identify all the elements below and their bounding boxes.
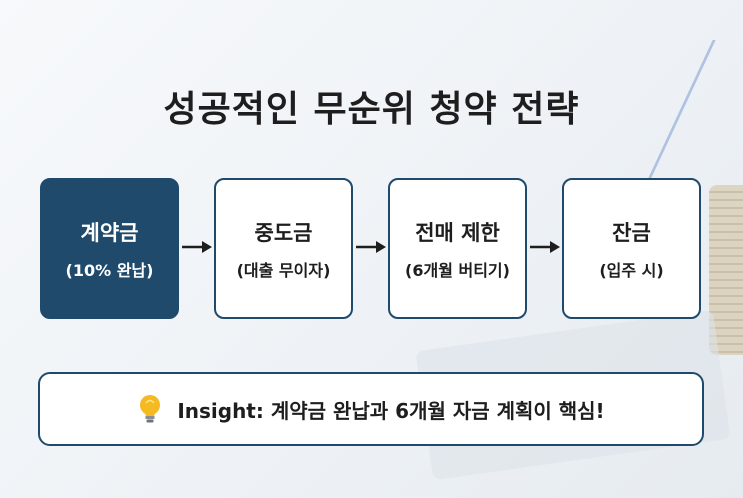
step-title: 전매 제한 <box>415 217 500 247</box>
step-box-1: 계약금 (10% 완납) <box>40 178 179 319</box>
page-title: 성공적인 무순위 청약 전략 <box>0 80 743 132</box>
insight-text: Insight: 계약금 완납과 6개월 자금 계획이 핵심! <box>177 395 604 424</box>
step-box-4: 잔금 (입주 시) <box>562 178 701 319</box>
step-subtitle: (10% 완납) <box>66 257 154 281</box>
arrow-right-icon <box>180 239 214 255</box>
step-title: 중도금 <box>255 217 313 247</box>
step-subtitle: (입주 시) <box>599 257 663 281</box>
arrow-right-icon <box>528 239 562 255</box>
step-box-2: 중도금 (대출 무이자) <box>214 178 353 319</box>
insight-box: Insight: 계약금 완납과 6개월 자금 계획이 핵심! <box>38 372 704 446</box>
step-box-3: 전매 제한 (6개월 버티기) <box>388 178 527 319</box>
step-title: 잔금 <box>612 217 651 247</box>
arrow-right-icon <box>354 239 388 255</box>
step-subtitle: (대출 무이자) <box>237 257 331 281</box>
lightbulb-icon <box>137 393 163 425</box>
step-subtitle: (6개월 버티기) <box>405 257 510 281</box>
step-title: 계약금 <box>81 217 139 247</box>
